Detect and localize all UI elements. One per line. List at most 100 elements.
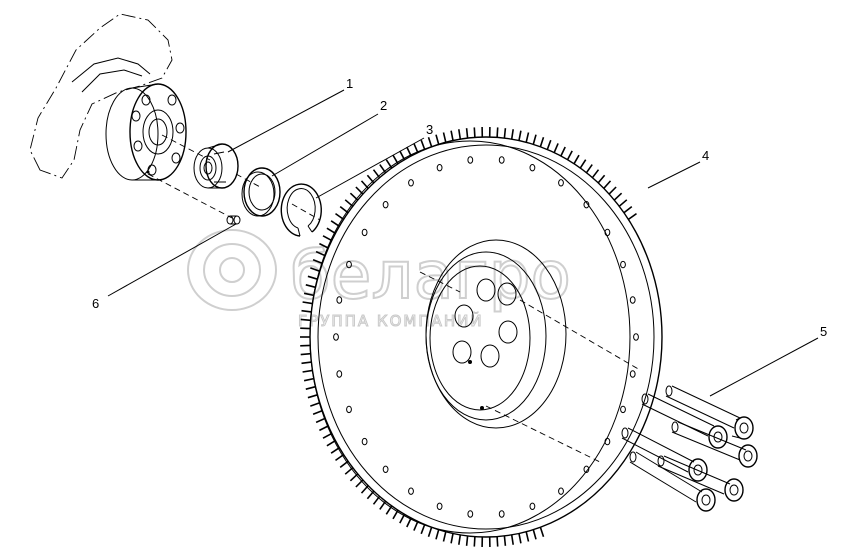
gear-tooth: [510, 534, 514, 545]
gear-tooth: [566, 150, 573, 161]
gear-tooth: [608, 186, 617, 195]
perimeter-hole: [346, 260, 352, 269]
perimeter-hole: [333, 333, 339, 341]
flywheel-perimeter-holes: [333, 156, 639, 518]
gear-tooth: [573, 154, 580, 165]
perimeter-hole: [633, 333, 639, 341]
gear-tooth: [603, 180, 612, 189]
gear-tooth: [546, 139, 552, 150]
crankshaft-flange: [29, 13, 187, 181]
gear-tooth: [312, 258, 323, 265]
perimeter-hole: [620, 405, 626, 414]
gear-tooth: [305, 284, 316, 289]
perimeter-hole: [498, 510, 505, 518]
perimeter-hole: [629, 370, 636, 378]
leader-4: [647, 161, 701, 189]
gear-tooth: [420, 524, 426, 535]
ring-gear-teeth: [300, 126, 637, 548]
gear-tooth: [458, 129, 462, 140]
gear-tooth: [518, 533, 522, 544]
gear-tooth: [420, 139, 426, 150]
gear-tooth: [553, 143, 559, 153]
perimeter-hole: [529, 164, 536, 172]
gear-tooth: [442, 132, 447, 143]
gear-tooth: [305, 385, 316, 390]
watermark-subtitle: ГРУППА КОМПАНИЙ: [298, 311, 484, 330]
center-axis: [161, 134, 641, 371]
perimeter-hole: [436, 164, 443, 172]
gear-tooth: [585, 164, 593, 174]
gear-tooth: [435, 529, 440, 540]
bolt-5: [657, 455, 744, 502]
perimeter-hole: [361, 437, 368, 446]
gear-tooth: [300, 318, 311, 322]
gear-tooth: [473, 127, 476, 138]
gear-tooth: [496, 127, 499, 138]
leader-lines: [107, 89, 819, 397]
perimeter-hole: [467, 510, 474, 518]
gear-tooth: [450, 533, 454, 544]
perimeter-hole: [346, 405, 352, 414]
gear-tooth: [300, 352, 311, 356]
perimeter-hole: [408, 179, 414, 187]
flywheel-outer-rim: [309, 136, 663, 538]
gear-tooth: [301, 361, 312, 365]
gear-tooth: [597, 174, 606, 184]
perimeter-hole: [408, 487, 414, 495]
gear-tooth: [532, 134, 537, 145]
gear-tooth: [322, 432, 333, 439]
gear-tooth: [450, 130, 454, 141]
gear-tooth: [406, 146, 412, 157]
gear-tooth: [627, 212, 637, 221]
perimeter-hole: [583, 201, 590, 209]
gear-tooth: [518, 130, 522, 141]
bolt-4: [621, 427, 708, 482]
part-2-ring: [241, 167, 281, 217]
bolt-2: [641, 393, 728, 449]
gear-tooth: [303, 377, 314, 382]
callout-6: 6: [92, 296, 99, 311]
perimeter-hole: [336, 370, 343, 378]
gear-tooth: [503, 128, 507, 139]
perimeter-hole: [620, 260, 626, 269]
perimeter-hole: [498, 156, 505, 164]
part-6-pin: [226, 215, 241, 225]
perimeter-hole: [583, 465, 590, 473]
gear-tooth: [435, 134, 440, 145]
leader-1: [227, 89, 345, 153]
gear-tooth: [465, 535, 469, 546]
part-1-bearing: [193, 143, 239, 189]
gear-tooth: [525, 132, 530, 143]
perimeter-hole: [361, 228, 368, 237]
perimeter-hole: [436, 502, 443, 510]
part-3-circlip: [280, 183, 322, 237]
callout-2: 2: [380, 98, 387, 113]
gear-tooth: [301, 309, 312, 313]
gear-tooth: [560, 146, 566, 157]
gear-tooth: [315, 417, 326, 424]
gear-tooth: [618, 199, 628, 207]
gear-tooth: [623, 205, 633, 214]
callout-1: 1: [346, 76, 353, 91]
perimeter-hole: [604, 228, 611, 237]
gear-tooth: [310, 402, 321, 407]
perimeter-hole: [382, 201, 389, 209]
perimeter-hole: [629, 296, 636, 304]
gear-tooth: [539, 526, 545, 537]
gear-tooth: [406, 517, 412, 528]
leader-3: [315, 137, 425, 199]
gear-tooth: [532, 529, 537, 540]
gear-tooth: [496, 536, 499, 547]
gear-tooth: [315, 250, 326, 257]
hub-bolt-holes: [452, 278, 518, 368]
part-5-bolts: [621, 385, 758, 512]
gear-tooth: [302, 301, 313, 305]
gear-tooth: [319, 425, 329, 432]
callout-5: 5: [820, 324, 827, 339]
gear-tooth: [458, 534, 462, 545]
gear-tooth: [465, 128, 469, 139]
perimeter-hole: [336, 296, 343, 304]
callout-3: 3: [426, 122, 433, 137]
gear-tooth: [427, 526, 433, 537]
